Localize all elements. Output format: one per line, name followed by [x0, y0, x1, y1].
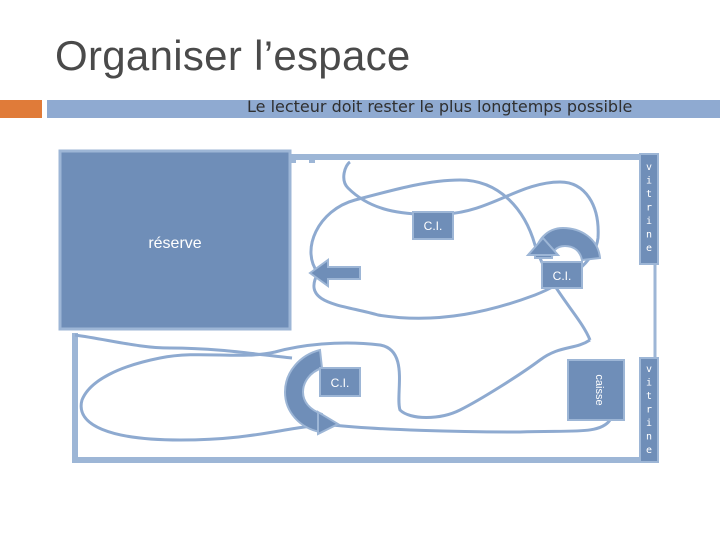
- curved-arrow-icon-2: [283, 348, 341, 436]
- title-rule: [47, 100, 720, 118]
- reserve-label: réserve: [148, 235, 201, 252]
- slide-title: Organiser l’espace: [55, 32, 411, 79]
- curved-arrow-icon: [525, 226, 602, 262]
- slide-subtitle: Le lecteur doit rester le plus longtemps…: [247, 97, 633, 116]
- caisse-label: caisse: [593, 374, 605, 405]
- ci-box-3: C.I.: [319, 367, 361, 397]
- ci-label-1: C.I.: [424, 219, 443, 233]
- caisse-box: caisse: [567, 359, 625, 421]
- left-arrow-icon: [308, 258, 361, 288]
- ci-label-2: C.I.: [553, 269, 572, 283]
- reserve-room: réserve: [58, 149, 292, 331]
- ci-label-3: C.I.: [331, 376, 350, 390]
- accent-bar: [0, 100, 42, 118]
- ci-box-2: C.I.: [541, 261, 583, 289]
- room-walls: [72, 154, 659, 463]
- ci-box-1: C.I.: [412, 211, 454, 240]
